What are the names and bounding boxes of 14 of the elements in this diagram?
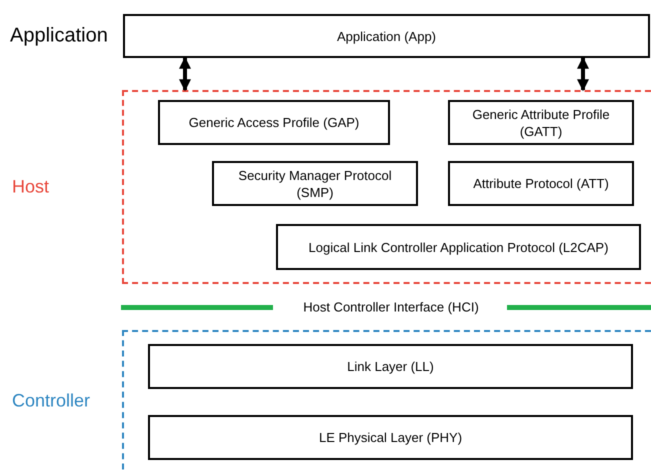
layer-heading: Host bbox=[12, 176, 50, 198]
layer-box: Generic Attribute Profile (GATT) bbox=[448, 100, 634, 145]
layer-box: Security Manager Protocol (SMP) bbox=[212, 161, 418, 206]
layer-box: LE Physical Layer (PHY) bbox=[148, 415, 633, 460]
interface-label: Host Controller Interface (HCI) bbox=[303, 300, 479, 314]
layer-box: Attribute Protocol (ATT) bbox=[448, 161, 634, 206]
layer-label: Application bbox=[10, 24, 108, 48]
layer-box: Application (App) bbox=[123, 14, 650, 58]
layer-box: Logical Link Controller Application Protocol (L2CAP) bbox=[276, 224, 641, 270]
layer-box: Generic Access Profile (GAP) bbox=[158, 100, 390, 145]
layer-box: Link Layer (LL) bbox=[148, 344, 633, 389]
double-arrow bbox=[577, 56, 589, 92]
layer-heading: Controller bbox=[12, 390, 90, 412]
double-arrow bbox=[179, 56, 191, 92]
